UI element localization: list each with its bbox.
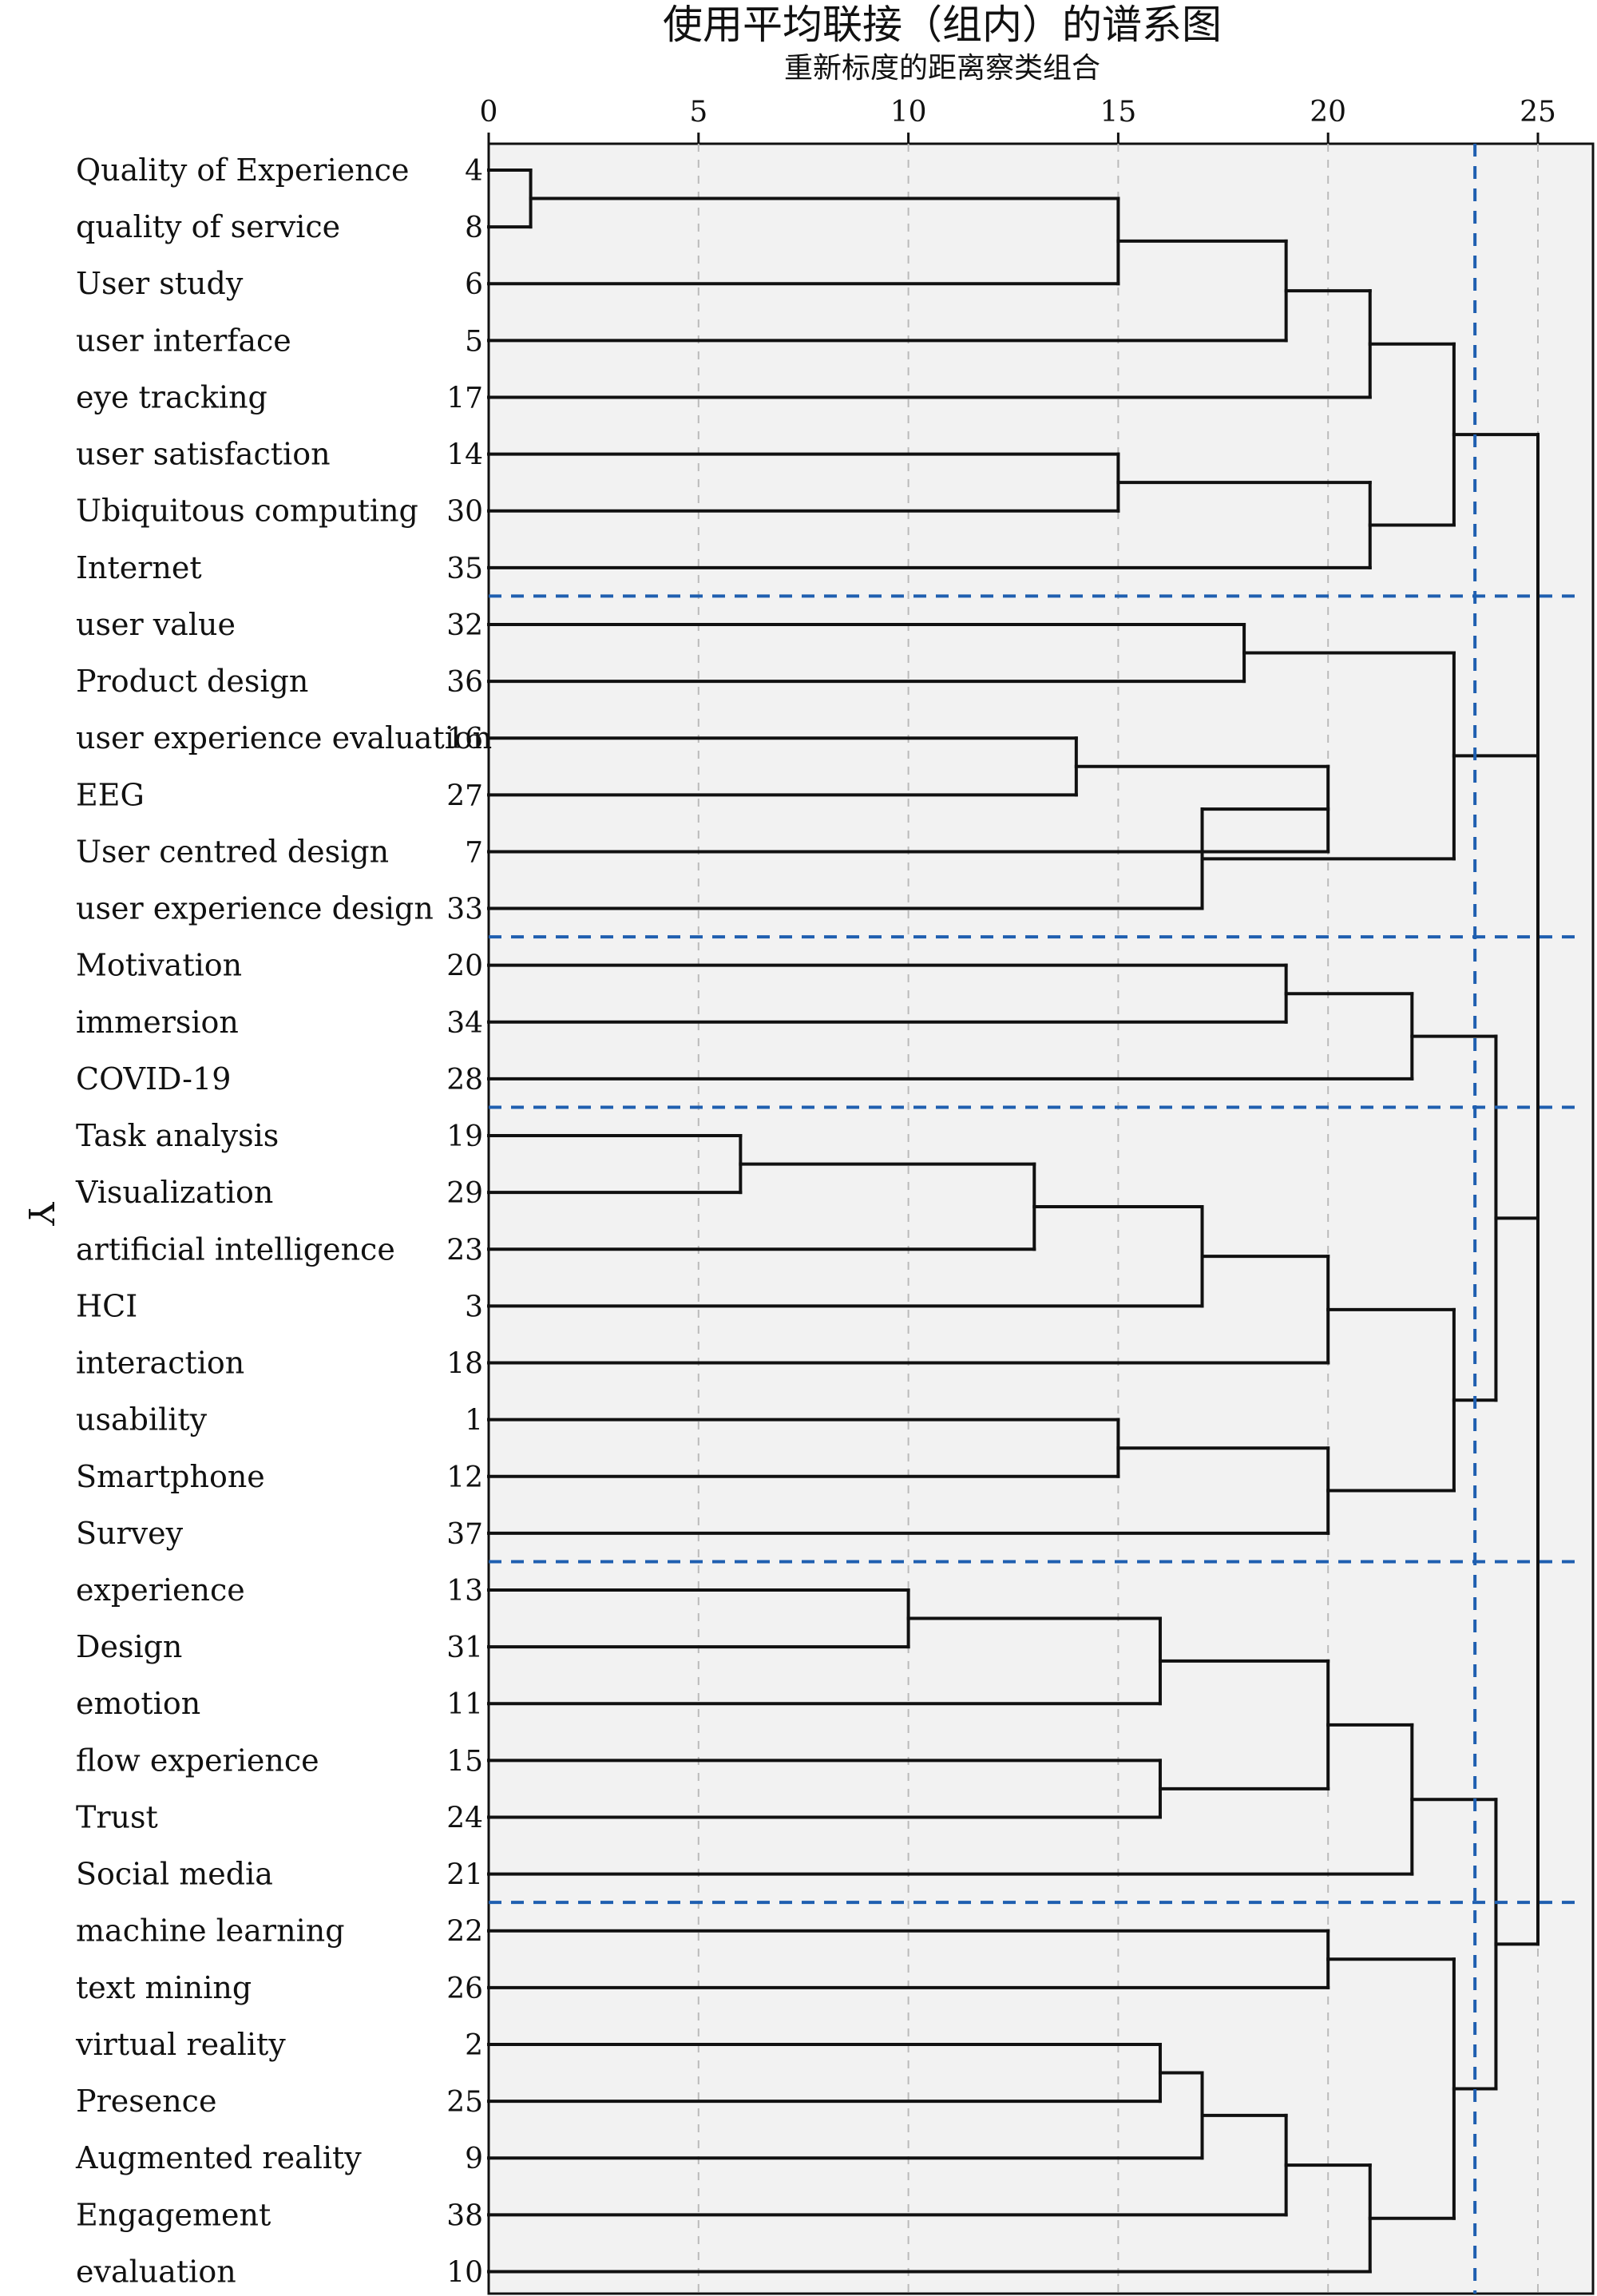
plot-area: [487, 142, 1595, 2295]
tick-label-15: 15: [1100, 96, 1136, 129]
leaf-label: user experience design: [76, 891, 434, 926]
x-axis-ticks: 0 5 10 15 20 25: [480, 96, 1556, 144]
leaf-label: Quality of Experience: [76, 153, 409, 188]
y-axis-label: Y: [20, 1201, 61, 1226]
leaf-label: virtual reality: [75, 2027, 286, 2062]
leaf-label: usability: [76, 1402, 208, 1437]
leaf-id: 30: [446, 496, 483, 529]
leaf-label: user value: [76, 607, 236, 642]
plot-layer: [487, 142, 1595, 2295]
leaf-id: 21: [446, 1859, 483, 1892]
leaf-label: user experience evaluation: [76, 720, 492, 755]
leaf-label: emotion: [76, 1686, 200, 1721]
leaf-label: artificial intelligence: [76, 1231, 395, 1267]
leaf-label: interaction: [76, 1346, 244, 1381]
leaf-id: 32: [446, 609, 483, 642]
leaf-label: text mining: [76, 1970, 252, 2005]
leaf-id: 8: [465, 212, 483, 244]
leaf-label: experience: [76, 1572, 245, 1608]
leaf-id: 10: [446, 2256, 483, 2289]
leaf-id: 22: [446, 1916, 483, 1949]
leaf-id: 2: [465, 2029, 483, 2062]
leaf-label: Social media: [76, 1857, 273, 1892]
leaf-id: 9: [465, 2143, 483, 2175]
leaf-id: 27: [446, 779, 483, 812]
leaf-id: 12: [446, 1461, 483, 1494]
leaf-label: Smartphone: [76, 1459, 265, 1494]
leaf-id: 23: [446, 1234, 483, 1267]
leaf-label: User study: [76, 266, 244, 301]
leaf-id: 4: [465, 155, 483, 188]
leaf-label: Trust: [76, 1799, 158, 1834]
leaf-id: 19: [446, 1120, 483, 1153]
leaf-id: 14: [446, 439, 483, 472]
leaf-id: 6: [465, 268, 483, 301]
leaf-id: 3: [465, 1291, 483, 1323]
leaf-label: Design: [76, 1629, 182, 1664]
leaf-id: 24: [446, 1802, 483, 1834]
leaf-label: evaluation: [76, 2254, 236, 2289]
tick-label-5: 5: [689, 96, 707, 129]
leaf-id: 26: [446, 1973, 483, 2005]
leaf-id: 16: [446, 723, 483, 755]
leaf-label: Product design: [76, 664, 308, 699]
leaf-label: eye tracking: [76, 379, 267, 414]
leaf-label: immersion: [76, 1005, 239, 1040]
leaf-id: 1: [465, 1405, 483, 1437]
leaf-id: 20: [446, 950, 483, 983]
leaf-id: 7: [465, 836, 483, 869]
dendrogram-links: [487, 169, 1540, 2274]
leaf-label: Task analysis: [76, 1118, 279, 1153]
leaf-id: 11: [446, 1688, 483, 1721]
leaf-id: 33: [446, 894, 483, 926]
tick-label-10: 10: [890, 96, 927, 129]
leaf-id: 5: [465, 325, 483, 358]
leaf-id: 35: [446, 553, 483, 585]
leaf-id: 29: [446, 1177, 483, 1210]
leaf-label: user satisfaction: [76, 437, 331, 472]
cluster-cut-lines: [489, 144, 1577, 2294]
leaf-label: User centred design: [76, 834, 389, 869]
leaf-label: Augmented reality: [75, 2140, 362, 2175]
leaf-label: Internet: [76, 550, 202, 585]
tick-label-25: 25: [1520, 96, 1556, 129]
leaf-label: Motivation: [76, 948, 242, 983]
leaf-labels: Quality of Experience 4 quality of service…: [75, 153, 492, 2289]
leaf-id: 31: [446, 1632, 483, 1664]
chart-subtitle: 重新标度的距离察类组合: [784, 52, 1100, 85]
leaf-id: 13: [446, 1575, 483, 1608]
leaf-label: Ubiquitous computing: [76, 494, 418, 529]
chart-title: 使用平均联接（组内）的谱系图: [663, 2, 1222, 48]
leaf-id: 36: [446, 666, 483, 699]
leaf-label: flow experience: [76, 1743, 319, 1778]
leaf-label: Presence: [76, 2084, 216, 2119]
leaf-id: 25: [446, 2086, 483, 2119]
leaf-label: Survey: [76, 1516, 184, 1551]
leaf-label: machine learning: [76, 1913, 345, 1949]
leaf-id: 17: [446, 382, 483, 414]
leaf-label: quality of service: [76, 209, 340, 244]
leaf-label: EEG: [76, 777, 145, 812]
leaf-label: user interface: [76, 323, 291, 358]
leaf-id: 37: [446, 1518, 483, 1551]
leaf-label: Engagement: [76, 2197, 271, 2232]
leaf-id: 28: [446, 1064, 483, 1096]
leaf-id: 34: [446, 1007, 483, 1040]
leaf-id: 18: [446, 1348, 483, 1381]
leaf-label: COVID-19: [76, 1061, 231, 1096]
leaf-label: Visualization: [75, 1175, 273, 1210]
tick-label-0: 0: [480, 96, 498, 129]
leaf-id: 38: [446, 2199, 483, 2232]
leaf-label: HCI: [76, 1288, 137, 1323]
tick-label-20: 20: [1310, 96, 1346, 129]
leaf-id: 15: [446, 1745, 483, 1778]
